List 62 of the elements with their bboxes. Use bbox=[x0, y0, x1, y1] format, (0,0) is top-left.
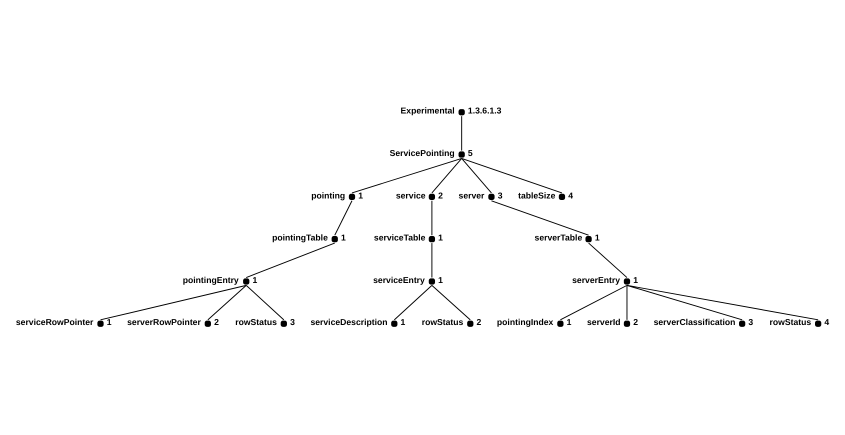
node-label: serverEntry bbox=[572, 274, 620, 284]
node-label: tableSize bbox=[518, 190, 556, 200]
node-label: 4 bbox=[824, 316, 830, 327]
node-label: serverRowPointer bbox=[127, 316, 201, 327]
connector bbox=[461, 158, 492, 193]
node-label: Experimental bbox=[400, 105, 455, 116]
node-label: serverTable bbox=[534, 232, 582, 242]
connector bbox=[246, 242, 336, 278]
node-label: 3 bbox=[290, 316, 295, 327]
node-label: 1 bbox=[438, 274, 443, 284]
connector bbox=[100, 284, 247, 320]
node-label: 1 bbox=[341, 232, 346, 242]
node-label: pointingEntry bbox=[182, 274, 239, 284]
node-label: rowStatus bbox=[770, 316, 812, 327]
node-label: 1 bbox=[252, 274, 258, 284]
node-label: pointingTable bbox=[272, 232, 328, 242]
node-label: ServicePointing bbox=[390, 147, 455, 158]
node-label: server bbox=[458, 190, 484, 200]
connector bbox=[490, 200, 590, 236]
node-label: 1 bbox=[400, 316, 406, 327]
connector bbox=[626, 284, 819, 320]
connector bbox=[431, 158, 462, 193]
connector bbox=[626, 284, 743, 320]
node-label: 2 bbox=[214, 316, 219, 327]
node-label: 3 bbox=[498, 190, 503, 200]
node-label: serviceRowPointer bbox=[16, 316, 94, 327]
connector bbox=[207, 284, 247, 320]
node-label: 1 bbox=[566, 316, 572, 327]
node-label: serviceEntry bbox=[373, 274, 425, 284]
node-label: pointingIndex bbox=[496, 316, 554, 327]
connector bbox=[560, 284, 628, 320]
connector bbox=[431, 242, 432, 278]
node-label: 4 bbox=[568, 190, 574, 200]
node-label: 2 bbox=[476, 316, 482, 327]
connector bbox=[431, 200, 432, 236]
node-label: 5 bbox=[468, 147, 473, 158]
node-label: 1 bbox=[106, 316, 112, 327]
connector bbox=[461, 158, 562, 193]
connector bbox=[394, 284, 432, 320]
node-label: 1 bbox=[633, 274, 638, 284]
node-label: 3 bbox=[748, 316, 754, 327]
node-label: 2 bbox=[633, 316, 638, 327]
node-label: rowStatus bbox=[235, 316, 277, 327]
connector bbox=[626, 284, 628, 320]
node-label: 2 bbox=[438, 190, 443, 200]
connector bbox=[246, 284, 284, 320]
node-label: 1 bbox=[594, 232, 600, 242]
node-label: rowStatus bbox=[422, 316, 464, 327]
connector bbox=[431, 284, 471, 320]
node-label: serverId bbox=[587, 316, 621, 327]
connector bbox=[334, 200, 352, 236]
node-label: service bbox=[396, 190, 426, 200]
connector bbox=[588, 242, 628, 278]
node-label: pointing bbox=[311, 190, 346, 200]
node-label: serverClassification bbox=[654, 316, 736, 327]
node-label: 1 bbox=[358, 190, 364, 200]
node-label: 1 bbox=[438, 232, 443, 242]
node-label: serviceTable bbox=[374, 232, 426, 242]
connector bbox=[461, 115, 462, 151]
node-label: serviceDescription bbox=[310, 316, 388, 327]
connector bbox=[352, 158, 462, 193]
node-label: 1.3.6.1.3 bbox=[468, 105, 502, 116]
